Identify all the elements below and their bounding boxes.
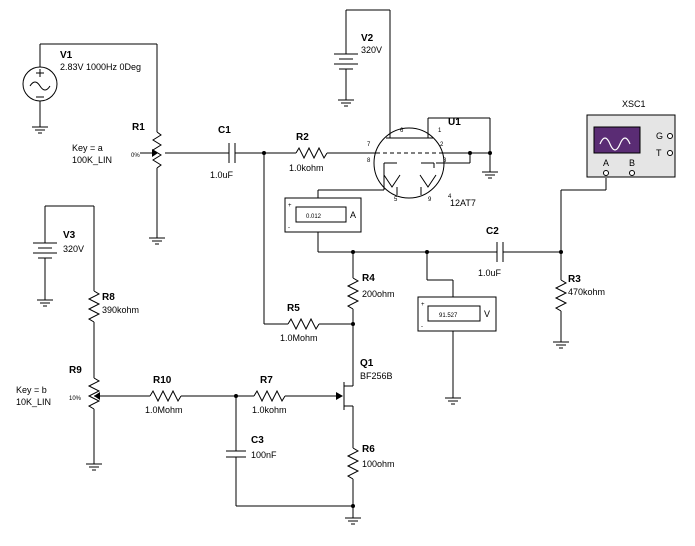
c2-label: C2 bbox=[486, 226, 499, 237]
voltmeter-unit: V bbox=[484, 309, 490, 319]
voltmeter-reading: 91.527 bbox=[439, 313, 458, 319]
u1-pin-2: 2 bbox=[440, 142, 444, 148]
ground-icon bbox=[345, 517, 361, 525]
ground-icon bbox=[149, 237, 165, 245]
u1-pin-5: 5 bbox=[394, 197, 398, 203]
r9-percent: 10% bbox=[69, 396, 82, 402]
ground-icon bbox=[338, 99, 354, 107]
r6-resistor[interactable] bbox=[346, 447, 360, 480]
r7-resistor[interactable] bbox=[253, 389, 286, 403]
oscilloscope[interactable] bbox=[586, 114, 676, 178]
r10-resistor[interactable] bbox=[149, 389, 182, 403]
v3-dc-source[interactable] bbox=[33, 242, 57, 259]
u1-pin-6: 6 bbox=[400, 128, 404, 134]
junction-dot bbox=[488, 151, 492, 155]
r8-resistor[interactable] bbox=[87, 290, 101, 323]
v1-ac-source[interactable] bbox=[22, 66, 58, 102]
r2-resistor[interactable] bbox=[295, 146, 328, 160]
q1-value: BF256B bbox=[360, 371, 393, 381]
c1-value: 1.0uF bbox=[210, 170, 234, 180]
c2-value: 1.0uF bbox=[478, 268, 502, 278]
ground-icon bbox=[553, 341, 569, 349]
r5-value: 1.0Mohm bbox=[280, 333, 318, 343]
r6-value: 100ohm bbox=[362, 459, 395, 469]
u1-pin-1: 1 bbox=[438, 128, 442, 134]
u1-pin-8: 8 bbox=[367, 158, 371, 164]
u1-value: 12AT7 bbox=[450, 198, 476, 208]
v1-label: V1 bbox=[60, 50, 73, 61]
c3-value: 100nF bbox=[251, 450, 277, 460]
r10-value: 1.0Mohm bbox=[145, 405, 183, 415]
r9-label: R9 bbox=[69, 365, 82, 376]
u1-pin-4: 4 bbox=[448, 194, 452, 200]
r1-label: R1 bbox=[132, 122, 145, 133]
r2-value: 1.0kohm bbox=[289, 163, 324, 173]
r9-potentiometer[interactable] bbox=[87, 377, 112, 410]
v3-value: 320V bbox=[63, 244, 84, 254]
q1-jfet[interactable] bbox=[336, 372, 354, 420]
ammeter[interactable] bbox=[284, 197, 362, 233]
voltmeter-plus: + bbox=[421, 302, 425, 308]
r8-value: 390kohm bbox=[102, 305, 139, 315]
ground-icon bbox=[86, 463, 102, 471]
ground-icon bbox=[445, 397, 461, 405]
c2-capacitor[interactable] bbox=[496, 242, 504, 262]
r5-label: R5 bbox=[287, 303, 300, 314]
r1-percent: 0% bbox=[131, 153, 140, 159]
r4-value: 200ohm bbox=[362, 289, 395, 299]
ammeter-minus: - bbox=[288, 225, 290, 231]
voltmeter[interactable] bbox=[417, 296, 497, 332]
u1-pin-7: 7 bbox=[367, 142, 371, 148]
sine-wave-icon bbox=[599, 137, 631, 151]
r4-resistor[interactable] bbox=[346, 277, 360, 310]
voltmeter-minus: - bbox=[421, 324, 423, 330]
r7-label: R7 bbox=[260, 375, 273, 386]
r1-potentiometer[interactable] bbox=[140, 131, 162, 169]
u1-label: U1 bbox=[448, 117, 461, 128]
v2-label: V2 bbox=[361, 33, 374, 44]
r6-label: R6 bbox=[362, 444, 375, 455]
r5-resistor[interactable] bbox=[287, 317, 320, 331]
r4-label: R4 bbox=[362, 273, 375, 284]
ammeter-unit: A bbox=[350, 210, 356, 220]
r10-label: R10 bbox=[153, 375, 172, 386]
ground-icon bbox=[37, 299, 53, 307]
r3-resistor[interactable] bbox=[554, 279, 568, 312]
ground-icon bbox=[482, 171, 498, 179]
c1-capacitor[interactable] bbox=[228, 143, 236, 163]
v2-dc-source[interactable] bbox=[334, 53, 358, 70]
q1-label: Q1 bbox=[360, 358, 374, 369]
xsc1-g: G bbox=[656, 131, 663, 141]
u1-pin-3: 3 bbox=[443, 158, 447, 164]
v1-value: 2.83V 1000Hz 0Deg bbox=[60, 62, 141, 72]
c3-label: C3 bbox=[251, 435, 264, 446]
v2-value: 320V bbox=[361, 45, 382, 55]
junction-dot bbox=[468, 151, 472, 155]
r3-value: 470kohm bbox=[568, 287, 605, 297]
v3-label: V3 bbox=[63, 230, 76, 241]
r8-label: R8 bbox=[102, 292, 115, 303]
u1-pin-9: 9 bbox=[428, 197, 432, 203]
c3-capacitor[interactable] bbox=[226, 450, 246, 458]
xsc1-ch-a: A bbox=[603, 158, 609, 168]
c1-label: C1 bbox=[218, 125, 231, 136]
r1-value: 100K_LIN bbox=[72, 155, 112, 165]
r2-label: R2 bbox=[296, 132, 309, 143]
r3-label: R3 bbox=[568, 274, 581, 285]
r9-value: 10K_LIN bbox=[16, 397, 51, 407]
ammeter-plus: + bbox=[288, 203, 292, 209]
ground-icon bbox=[32, 126, 48, 134]
xsc1-ch-b: B bbox=[629, 158, 635, 168]
xsc1-t: T bbox=[656, 148, 662, 158]
r7-value: 1.0kohm bbox=[252, 405, 287, 415]
ammeter-reading: 0.012 bbox=[306, 214, 322, 220]
r9-key: Key = b bbox=[16, 385, 47, 395]
r1-key: Key = a bbox=[72, 143, 103, 153]
xsc1-label: XSC1 bbox=[622, 99, 646, 109]
